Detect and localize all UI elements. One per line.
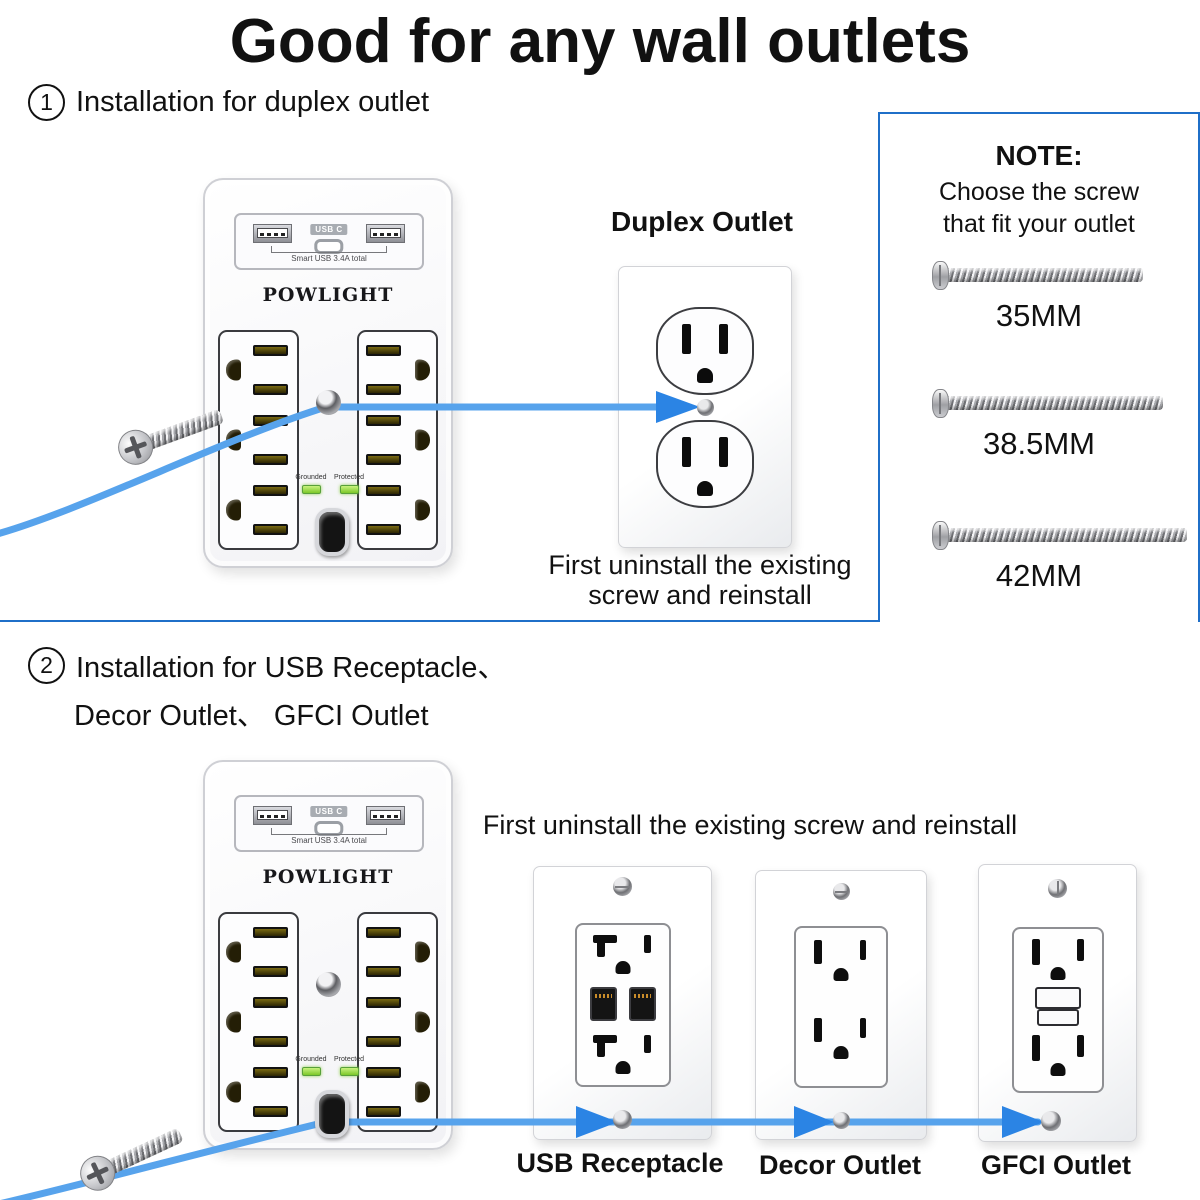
gfci-outlet-label: GFCI Outlet	[981, 1150, 1131, 1180]
section2-number-icon: 2	[28, 646, 65, 684]
powlight-device-1: USB C Smart USB 3.4A total POWLIGHT Grou…	[203, 178, 453, 568]
usb-note-text: Smart USB 3.4A total	[291, 254, 367, 263]
plate-bottom-screw	[833, 1112, 850, 1129]
section1-number-icon: 1	[28, 84, 65, 121]
duplex-outlet-title: Duplex Outlet	[610, 206, 793, 237]
screw-38mm-label: 38.5MM	[983, 426, 1095, 461]
ac-socket	[796, 934, 886, 986]
usb-receptacle-image	[533, 866, 712, 1140]
mounting-screw-hole	[316, 972, 341, 997]
usb-receptacle-label: USB Receptacle	[516, 1148, 724, 1178]
gfci-outlet-image	[978, 864, 1137, 1142]
page-title: Good for any wall outlets	[229, 7, 971, 76]
duplex-outlet-image	[618, 266, 792, 548]
usb-bracket-line	[271, 246, 387, 253]
brand-logo: POWLIGHT	[262, 866, 394, 888]
section2-heading-line2: Decor Outlet、 GFCI Outlet	[74, 700, 429, 732]
usb-note-text: Smart USB 3.4A total	[291, 836, 367, 845]
ac-socket	[577, 929, 669, 981]
usb-a-port-icon	[253, 224, 292, 243]
mounting-screw-hole	[316, 390, 341, 415]
section1-heading: 1 Installation for duplex outlet	[28, 84, 429, 121]
plate-top-screw	[1048, 879, 1067, 898]
ac-socket	[364, 410, 431, 470]
plate-bottom-screw	[1041, 1111, 1061, 1131]
section1-heading-text: Installation for duplex outlet	[76, 86, 430, 118]
plate-bottom-screw	[613, 1110, 632, 1129]
usb-a-port-icon	[589, 987, 617, 1021]
section1-caption: First uninstall the existing screw and r…	[548, 550, 852, 611]
usb-c-label: USB C	[310, 806, 348, 817]
ac-socket	[1014, 933, 1102, 985]
brand-logo: POWLIGHT	[262, 284, 394, 306]
green-led-icon	[301, 1067, 321, 1076]
duplex-center-screw	[696, 398, 714, 416]
ac-socket	[225, 480, 292, 540]
usb-a-port-icon	[628, 987, 656, 1021]
note-line1: Choose the screw	[938, 178, 1140, 206]
ac-socket	[225, 1062, 292, 1122]
ac-socket	[796, 1012, 886, 1064]
ac-socket	[364, 922, 431, 982]
outlet-column-right	[357, 330, 438, 550]
duplex-socket	[656, 306, 754, 395]
plate-top-screw	[833, 883, 850, 900]
ac-socket	[225, 992, 292, 1052]
note-box: NOTE: Choose the screw that fit your out…	[878, 112, 1200, 622]
grounded-indicator: Grounded	[286, 1056, 336, 1076]
gfci-reset-button	[1034, 987, 1081, 1009]
ac-socket	[225, 410, 292, 470]
usb-a-port-icon	[366, 806, 405, 825]
screw-42mm-icon	[932, 520, 1187, 550]
ac-socket	[577, 1029, 669, 1081]
usb-panel: USB C Smart USB 3.4A total	[234, 213, 424, 270]
section-divider-line	[0, 620, 1200, 622]
ac-socket	[364, 340, 431, 400]
duplex-socket	[656, 419, 754, 508]
section2-caption: First uninstall the existing screw and r…	[482, 810, 1018, 840]
ac-socket	[364, 480, 431, 540]
usb-c-label: USB C	[310, 224, 348, 235]
section2-heading: 2 Installation for USB Receptacle、	[28, 644, 506, 686]
note-title: NOTE:	[995, 140, 1083, 171]
section2-heading-line1: Installation for USB Receptacle、	[76, 652, 507, 684]
usb-a-port-icon	[253, 806, 292, 825]
usb-panel: USB C Smart USB 3.4A total	[234, 795, 424, 852]
ac-socket	[1014, 1029, 1102, 1081]
protected-indicator: Protected	[324, 1056, 374, 1076]
outlet-column-right	[357, 912, 438, 1132]
green-led-icon	[339, 485, 359, 494]
screw-38mm-icon	[932, 388, 1163, 418]
usb-bracket-line	[271, 828, 387, 835]
green-led-icon	[301, 485, 321, 494]
green-led-icon	[339, 1067, 359, 1076]
usb-a-port-icon	[366, 224, 405, 243]
screw-35mm-icon	[932, 260, 1143, 290]
outlet-column-left	[218, 330, 299, 550]
note-line2: that fit your outlet	[943, 210, 1135, 238]
screw-35mm-label: 35MM	[995, 298, 1083, 333]
installation-screw-icon	[74, 1119, 188, 1197]
outlet-column-left	[218, 912, 299, 1132]
decor-outlet-image	[755, 870, 927, 1140]
powlight-device-2: USB C Smart USB 3.4A total POWLIGHT Grou…	[203, 760, 453, 1150]
reset-button-icon	[315, 508, 349, 556]
ac-socket	[364, 992, 431, 1052]
ac-socket	[225, 340, 292, 400]
decor-outlet-label: Decor Outlet	[758, 1150, 922, 1180]
reset-button-icon	[315, 1090, 349, 1138]
protected-indicator: Protected	[324, 474, 374, 494]
ac-socket	[364, 1062, 431, 1122]
ac-socket	[225, 922, 292, 982]
screw-42mm-label: 42MM	[995, 558, 1083, 593]
gfci-test-button	[1036, 1009, 1079, 1026]
plate-top-screw	[613, 877, 632, 896]
